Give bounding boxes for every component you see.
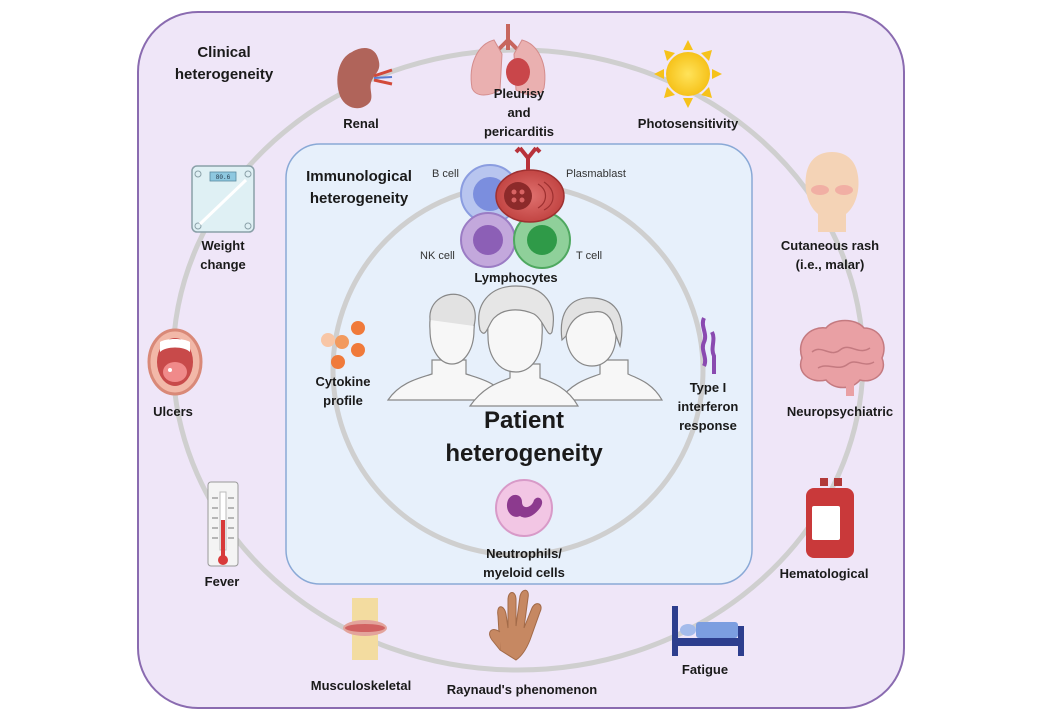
nk-cell-icon bbox=[460, 212, 516, 268]
face-rash-icon bbox=[805, 152, 859, 232]
renal-label: Renal bbox=[343, 116, 379, 131]
plasmablast-label: Plasmablast bbox=[566, 168, 626, 180]
knee-joint-icon bbox=[343, 598, 387, 660]
weight-change-label: Weight change bbox=[200, 238, 246, 272]
lymphocytes-label: Lymphocytes bbox=[474, 270, 558, 285]
clinical-title: Clinical heterogeneity bbox=[174, 44, 274, 83]
hematological-label: Hematological bbox=[779, 566, 869, 581]
fatigue-label: Fatigue bbox=[681, 662, 729, 677]
lungs-icon bbox=[470, 24, 546, 96]
mouth-ulcer-icon bbox=[147, 328, 203, 396]
sun-icon bbox=[654, 40, 722, 108]
interferon-receptor-icon bbox=[700, 317, 716, 374]
interferon-label: Type I interferon response bbox=[677, 380, 739, 433]
patient-heterogeneity-title: Patient heterogeneity bbox=[445, 407, 603, 467]
bed-icon bbox=[672, 606, 744, 656]
nk-cell-label: NK cell bbox=[420, 250, 455, 262]
neutrophils-label: Neutrophils/ myeloid cells bbox=[483, 546, 565, 580]
kidney-icon bbox=[337, 48, 393, 109]
brain-icon bbox=[799, 319, 885, 396]
t-cell-label: T cell bbox=[576, 250, 603, 262]
blood-bag-icon bbox=[806, 478, 854, 558]
ulcers-label: Ulcers bbox=[153, 404, 193, 419]
scale-icon bbox=[191, 165, 255, 233]
neuropsychiatric-label: Neuropsychiatric bbox=[786, 404, 894, 419]
cytokine-label: Cytokine profile bbox=[315, 374, 371, 408]
cytokine-icon bbox=[321, 321, 365, 369]
hand-icon bbox=[489, 589, 542, 661]
musculoskeletal-label: Musculoskeletal bbox=[310, 678, 412, 693]
plasmablast-icon bbox=[495, 169, 565, 223]
immunological-title: Immunological heterogeneity bbox=[306, 168, 412, 207]
fever-label: Fever bbox=[204, 574, 240, 589]
b-cell-label: B cell bbox=[432, 168, 459, 180]
patients-illustration bbox=[386, 285, 664, 407]
antibody-icon bbox=[514, 146, 542, 170]
rash-label: Cutaneous rash (i.e., malar) bbox=[780, 238, 880, 272]
neutrophil-icon bbox=[495, 479, 553, 537]
raynaud-label: Raynaud's phenomenon bbox=[446, 682, 598, 697]
photosensitivity-label: Photosensitivity bbox=[637, 116, 739, 131]
pleurisy-label: Pleurisy and pericarditis bbox=[483, 86, 555, 139]
thermometer-icon bbox=[207, 481, 239, 567]
scale-display: 80.6 bbox=[216, 174, 231, 181]
